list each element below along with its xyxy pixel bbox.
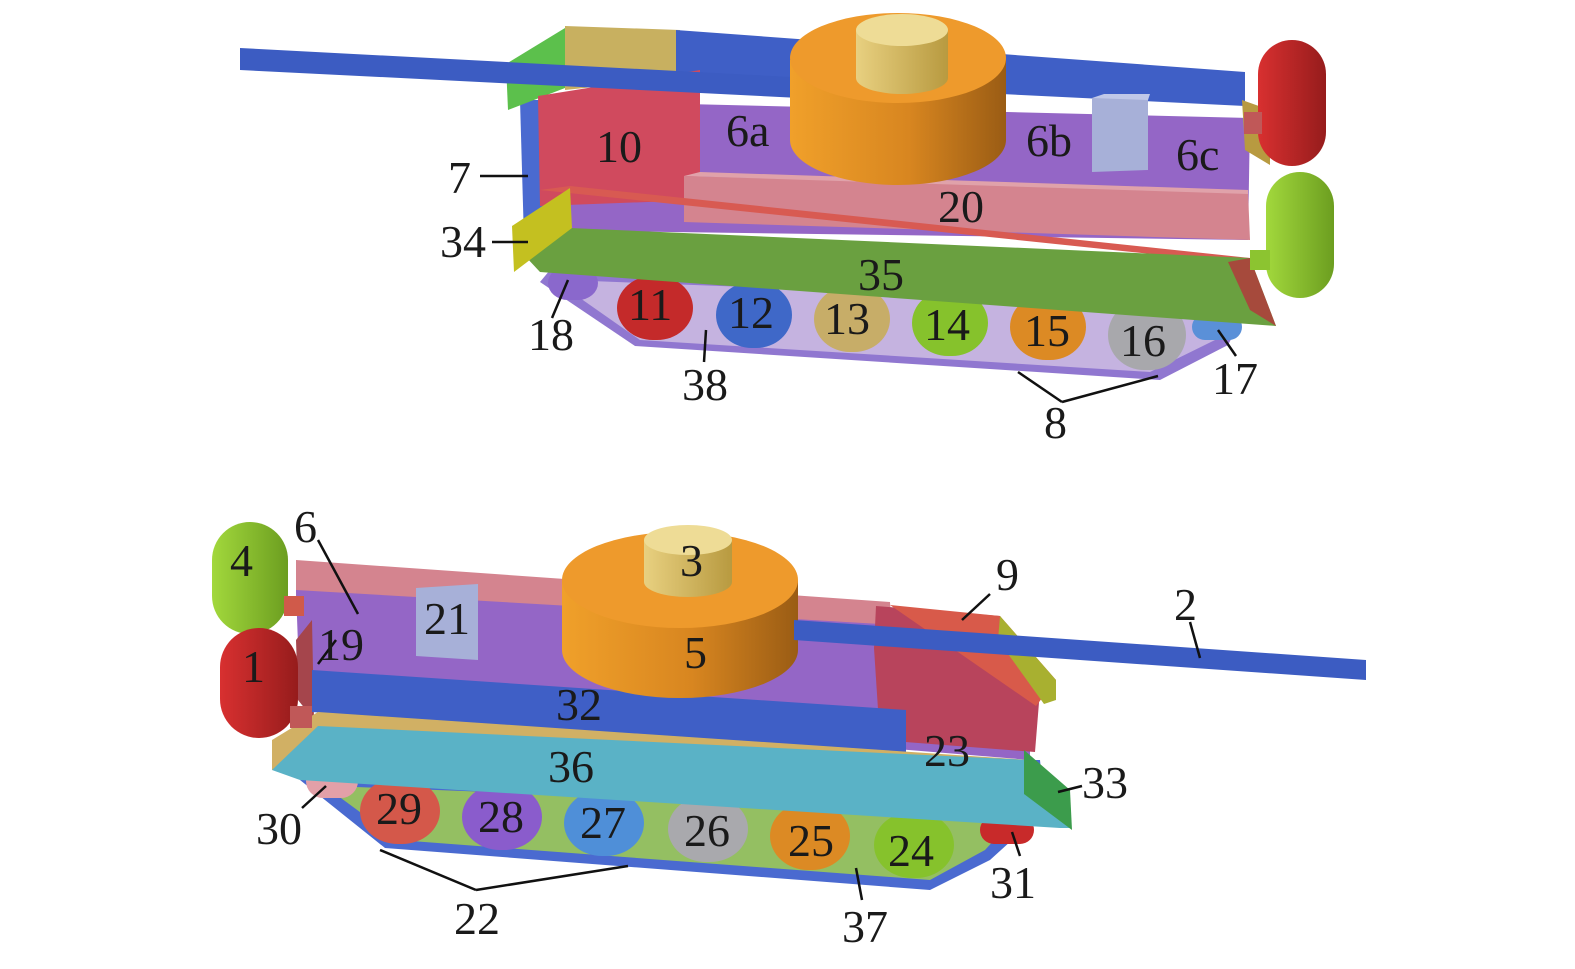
label-6b: 6b xyxy=(1026,115,1072,166)
label-16: 16 xyxy=(1120,315,1166,366)
label-5: 5 xyxy=(684,627,707,678)
label-34: 34 xyxy=(440,216,486,267)
label-29: 29 xyxy=(376,783,422,834)
gun-barrel-2 xyxy=(794,620,1366,680)
label-36: 36 xyxy=(548,741,594,792)
label-8: 8 xyxy=(1044,397,1067,448)
label-14: 14 xyxy=(924,299,970,350)
drum-lime-top xyxy=(1250,172,1334,298)
label-17: 17 xyxy=(1212,353,1258,404)
label-11: 11 xyxy=(628,279,672,330)
bar-32 xyxy=(312,670,906,752)
label-32: 32 xyxy=(556,679,602,730)
wheel-25-icon xyxy=(770,802,850,870)
block-34 xyxy=(512,188,572,272)
label-13: 13 xyxy=(824,293,870,344)
label-27: 27 xyxy=(580,797,626,848)
rail-20 xyxy=(684,176,1250,240)
label-1: 1 xyxy=(242,641,265,692)
bottom-view: 4 6 3 9 2 21 19 1 5 32 23 36 33 30 29 28… xyxy=(212,501,1366,952)
label-25: 25 xyxy=(788,815,834,866)
hatch-box-top-face xyxy=(1092,94,1150,100)
turret-bottom xyxy=(562,525,798,698)
label-35: 35 xyxy=(858,249,904,300)
label-38: 38 xyxy=(682,359,728,410)
label-19: 19 xyxy=(318,619,364,670)
label-22: 22 xyxy=(454,893,500,944)
skirt-36 xyxy=(272,726,1070,828)
label-12: 12 xyxy=(728,287,774,338)
wheel-13-icon xyxy=(814,286,890,352)
label-3: 3 xyxy=(680,535,703,586)
bottom-wheels xyxy=(306,764,1034,878)
wheel-14-icon xyxy=(912,290,988,356)
label-33: 33 xyxy=(1082,757,1128,808)
label-23: 23 xyxy=(924,725,970,776)
label-2: 2 xyxy=(1174,579,1197,630)
label-28: 28 xyxy=(478,791,524,842)
wheel-12-icon xyxy=(716,282,792,348)
drum-lime-4 xyxy=(212,522,304,634)
label-9: 9 xyxy=(996,549,1019,600)
label-10: 10 xyxy=(596,121,642,172)
label-7: 7 xyxy=(448,152,471,203)
label-21: 21 xyxy=(424,593,470,644)
label-6c: 6c xyxy=(1176,129,1219,180)
rear-strip-19 xyxy=(296,620,314,720)
top-view: 10 6a 6b 6c 7 20 34 35 11 12 13 14 15 16… xyxy=(240,13,1334,448)
label-30: 30 xyxy=(256,803,302,854)
wheel-27-icon xyxy=(564,790,644,856)
wheel-26-icon xyxy=(668,796,748,862)
wheel-29-icon xyxy=(360,778,440,844)
label-6: 6 xyxy=(294,501,317,552)
label-31: 31 xyxy=(990,857,1036,908)
skirt-35 xyxy=(512,228,1276,326)
hatch-box-top xyxy=(1092,98,1148,172)
drum-red-1 xyxy=(220,628,312,738)
label-26: 26 xyxy=(684,805,730,856)
label-37: 37 xyxy=(842,901,888,952)
turret-top xyxy=(790,13,1006,185)
hatch-box-21 xyxy=(416,584,478,660)
label-4: 4 xyxy=(230,535,253,586)
leader-lines-top xyxy=(480,174,1238,404)
skirt-36-end-33 xyxy=(1024,750,1072,830)
drum-red-top xyxy=(1244,40,1326,166)
label-15: 15 xyxy=(1024,305,1070,356)
label-20: 20 xyxy=(938,181,984,232)
label-24: 24 xyxy=(888,825,934,876)
wheel-28-icon xyxy=(462,784,542,850)
wheel-11-icon xyxy=(617,276,693,340)
skirt-red-top xyxy=(540,186,1250,262)
label-18: 18 xyxy=(528,309,574,360)
leader-lines-bottom xyxy=(301,539,1202,901)
wheel-24-icon xyxy=(874,812,954,878)
compartment-10 xyxy=(538,70,700,206)
rail-20-top xyxy=(684,172,1248,194)
label-6a: 6a xyxy=(726,105,769,156)
skirt-35-end xyxy=(1228,258,1276,326)
